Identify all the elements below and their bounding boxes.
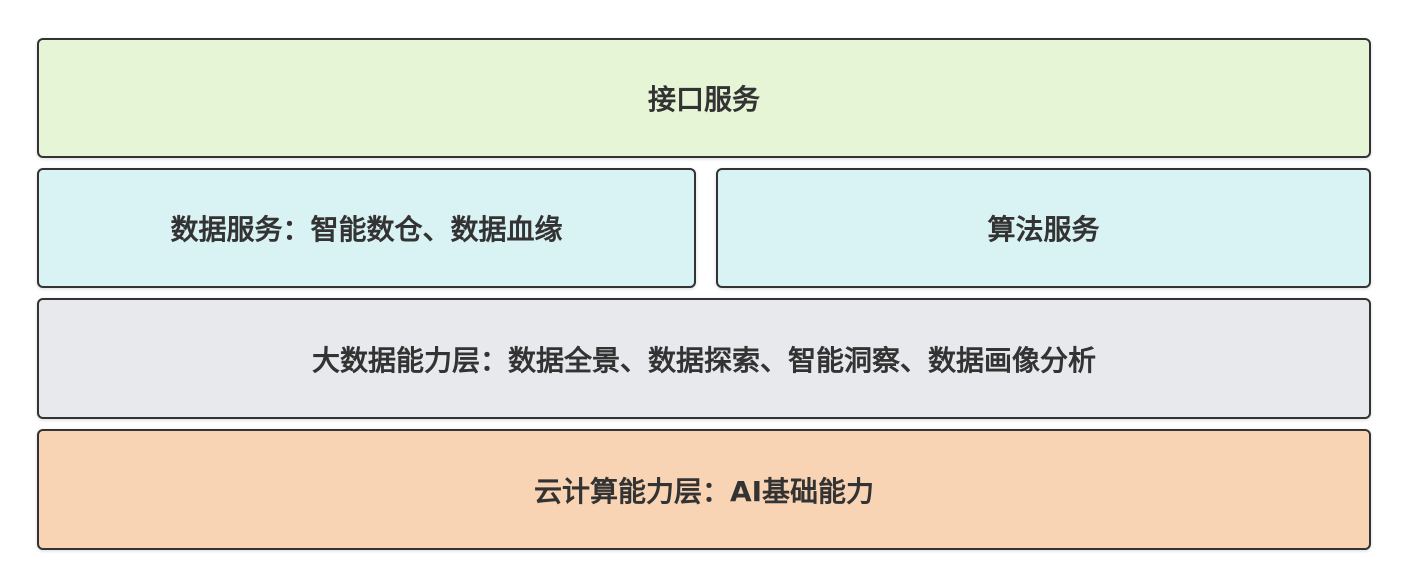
algorithm-service-label: 算法服务 bbox=[987, 213, 1100, 246]
big-data-capability-layer: 大数据能力层：数据全景、数据探索、智能洞察、数据画像分析 bbox=[37, 298, 1371, 419]
interface-service-layer: 接口服务 bbox=[37, 38, 1371, 158]
data-service-block: 数据服务：智能数仓、数据血缘 bbox=[37, 168, 696, 288]
big-data-capability-label: 大数据能力层：数据全景、数据探索、智能洞察、数据画像分析 bbox=[311, 343, 1096, 377]
cloud-computing-capability-label: 云计算能力层：AI基础能力 bbox=[533, 474, 875, 508]
data-service-label: 数据服务：智能数仓、数据血缘 bbox=[170, 213, 563, 246]
algorithm-service-block: 算法服务 bbox=[716, 168, 1371, 288]
cloud-computing-capability-layer: 云计算能力层：AI基础能力 bbox=[37, 429, 1371, 550]
interface-service-label: 接口服务 bbox=[647, 83, 760, 116]
